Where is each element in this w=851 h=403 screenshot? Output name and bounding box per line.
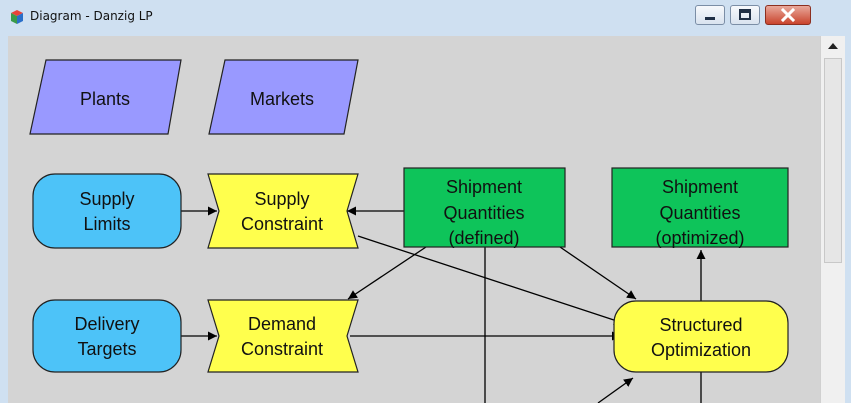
app-icon — [11, 10, 23, 24]
scroll-up-arrow-icon[interactable] — [821, 36, 845, 56]
window-title: Diagram - Danzig LP — [30, 9, 153, 23]
title-bar[interactable]: Diagram - Danzig LP — [0, 0, 851, 36]
markets-label: Markets — [250, 89, 314, 109]
shipment-defined-line2: Quantities — [443, 203, 524, 223]
node-supply-limits[interactable]: Supply Limits — [32, 173, 182, 249]
close-button[interactable] — [765, 5, 811, 25]
shipment-optimized-line2: Quantities — [659, 203, 740, 223]
structured-optimization-line1: Structured — [659, 315, 742, 335]
arrow-supply-constraint-to-optimization — [357, 235, 624, 325]
node-shipment-defined[interactable]: Shipment Quantities (defined) — [403, 167, 566, 248]
shipment-optimized-line3: (optimized) — [655, 228, 744, 248]
diagram-svg: Plants Markets Supply Limits Supply Cons… — [29, 59, 789, 403]
demand-constraint-line2: Constraint — [241, 339, 323, 359]
supply-constraint-line1: Supply — [254, 189, 309, 209]
delivery-targets-line2: Targets — [77, 339, 136, 359]
supply-limits-line2: Limits — [83, 214, 130, 234]
node-plants[interactable]: Plants — [29, 59, 182, 135]
shipment-defined-line3: (defined) — [448, 228, 519, 248]
plants-label: Plants — [80, 89, 130, 109]
supply-constraint-line2: Constraint — [241, 214, 323, 234]
minimize-button[interactable] — [695, 5, 725, 25]
shipment-defined-line1: Shipment — [446, 177, 522, 197]
scroll-thumb[interactable] — [824, 58, 842, 263]
vertical-scrollbar[interactable] — [820, 36, 845, 403]
node-supply-constraint[interactable]: Supply Constraint — [207, 173, 359, 249]
node-shipment-optimized[interactable]: Shipment Quantities (optimized) — [611, 167, 789, 248]
shipment-optimized-line1: Shipment — [662, 177, 738, 197]
node-delivery-targets[interactable]: Delivery Targets — [32, 299, 182, 373]
maximize-icon — [739, 9, 751, 20]
node-markets[interactable]: Markets — [208, 59, 359, 135]
diagram-canvas: Plants Markets Supply Limits Supply Cons… — [8, 36, 820, 403]
demand-constraint-line1: Demand — [248, 314, 316, 334]
maximize-button[interactable] — [730, 5, 760, 25]
supply-limits-line1: Supply — [79, 189, 134, 209]
minimize-icon — [705, 17, 715, 20]
structured-optimization-line2: Optimization — [651, 340, 751, 360]
node-demand-constraint[interactable]: Demand Constraint — [207, 299, 359, 373]
window-frame-right — [845, 36, 851, 403]
close-icon — [780, 7, 796, 23]
connectors — [181, 206, 706, 403]
arrow-defined-to-optimization — [559, 246, 637, 300]
arrow-defined-to-demand-constraint — [347, 246, 427, 300]
delivery-targets-line1: Delivery — [74, 314, 139, 334]
arrow-lower-to-optimization — [597, 377, 634, 403]
node-structured-optimization[interactable]: Structured Optimization — [613, 300, 789, 373]
